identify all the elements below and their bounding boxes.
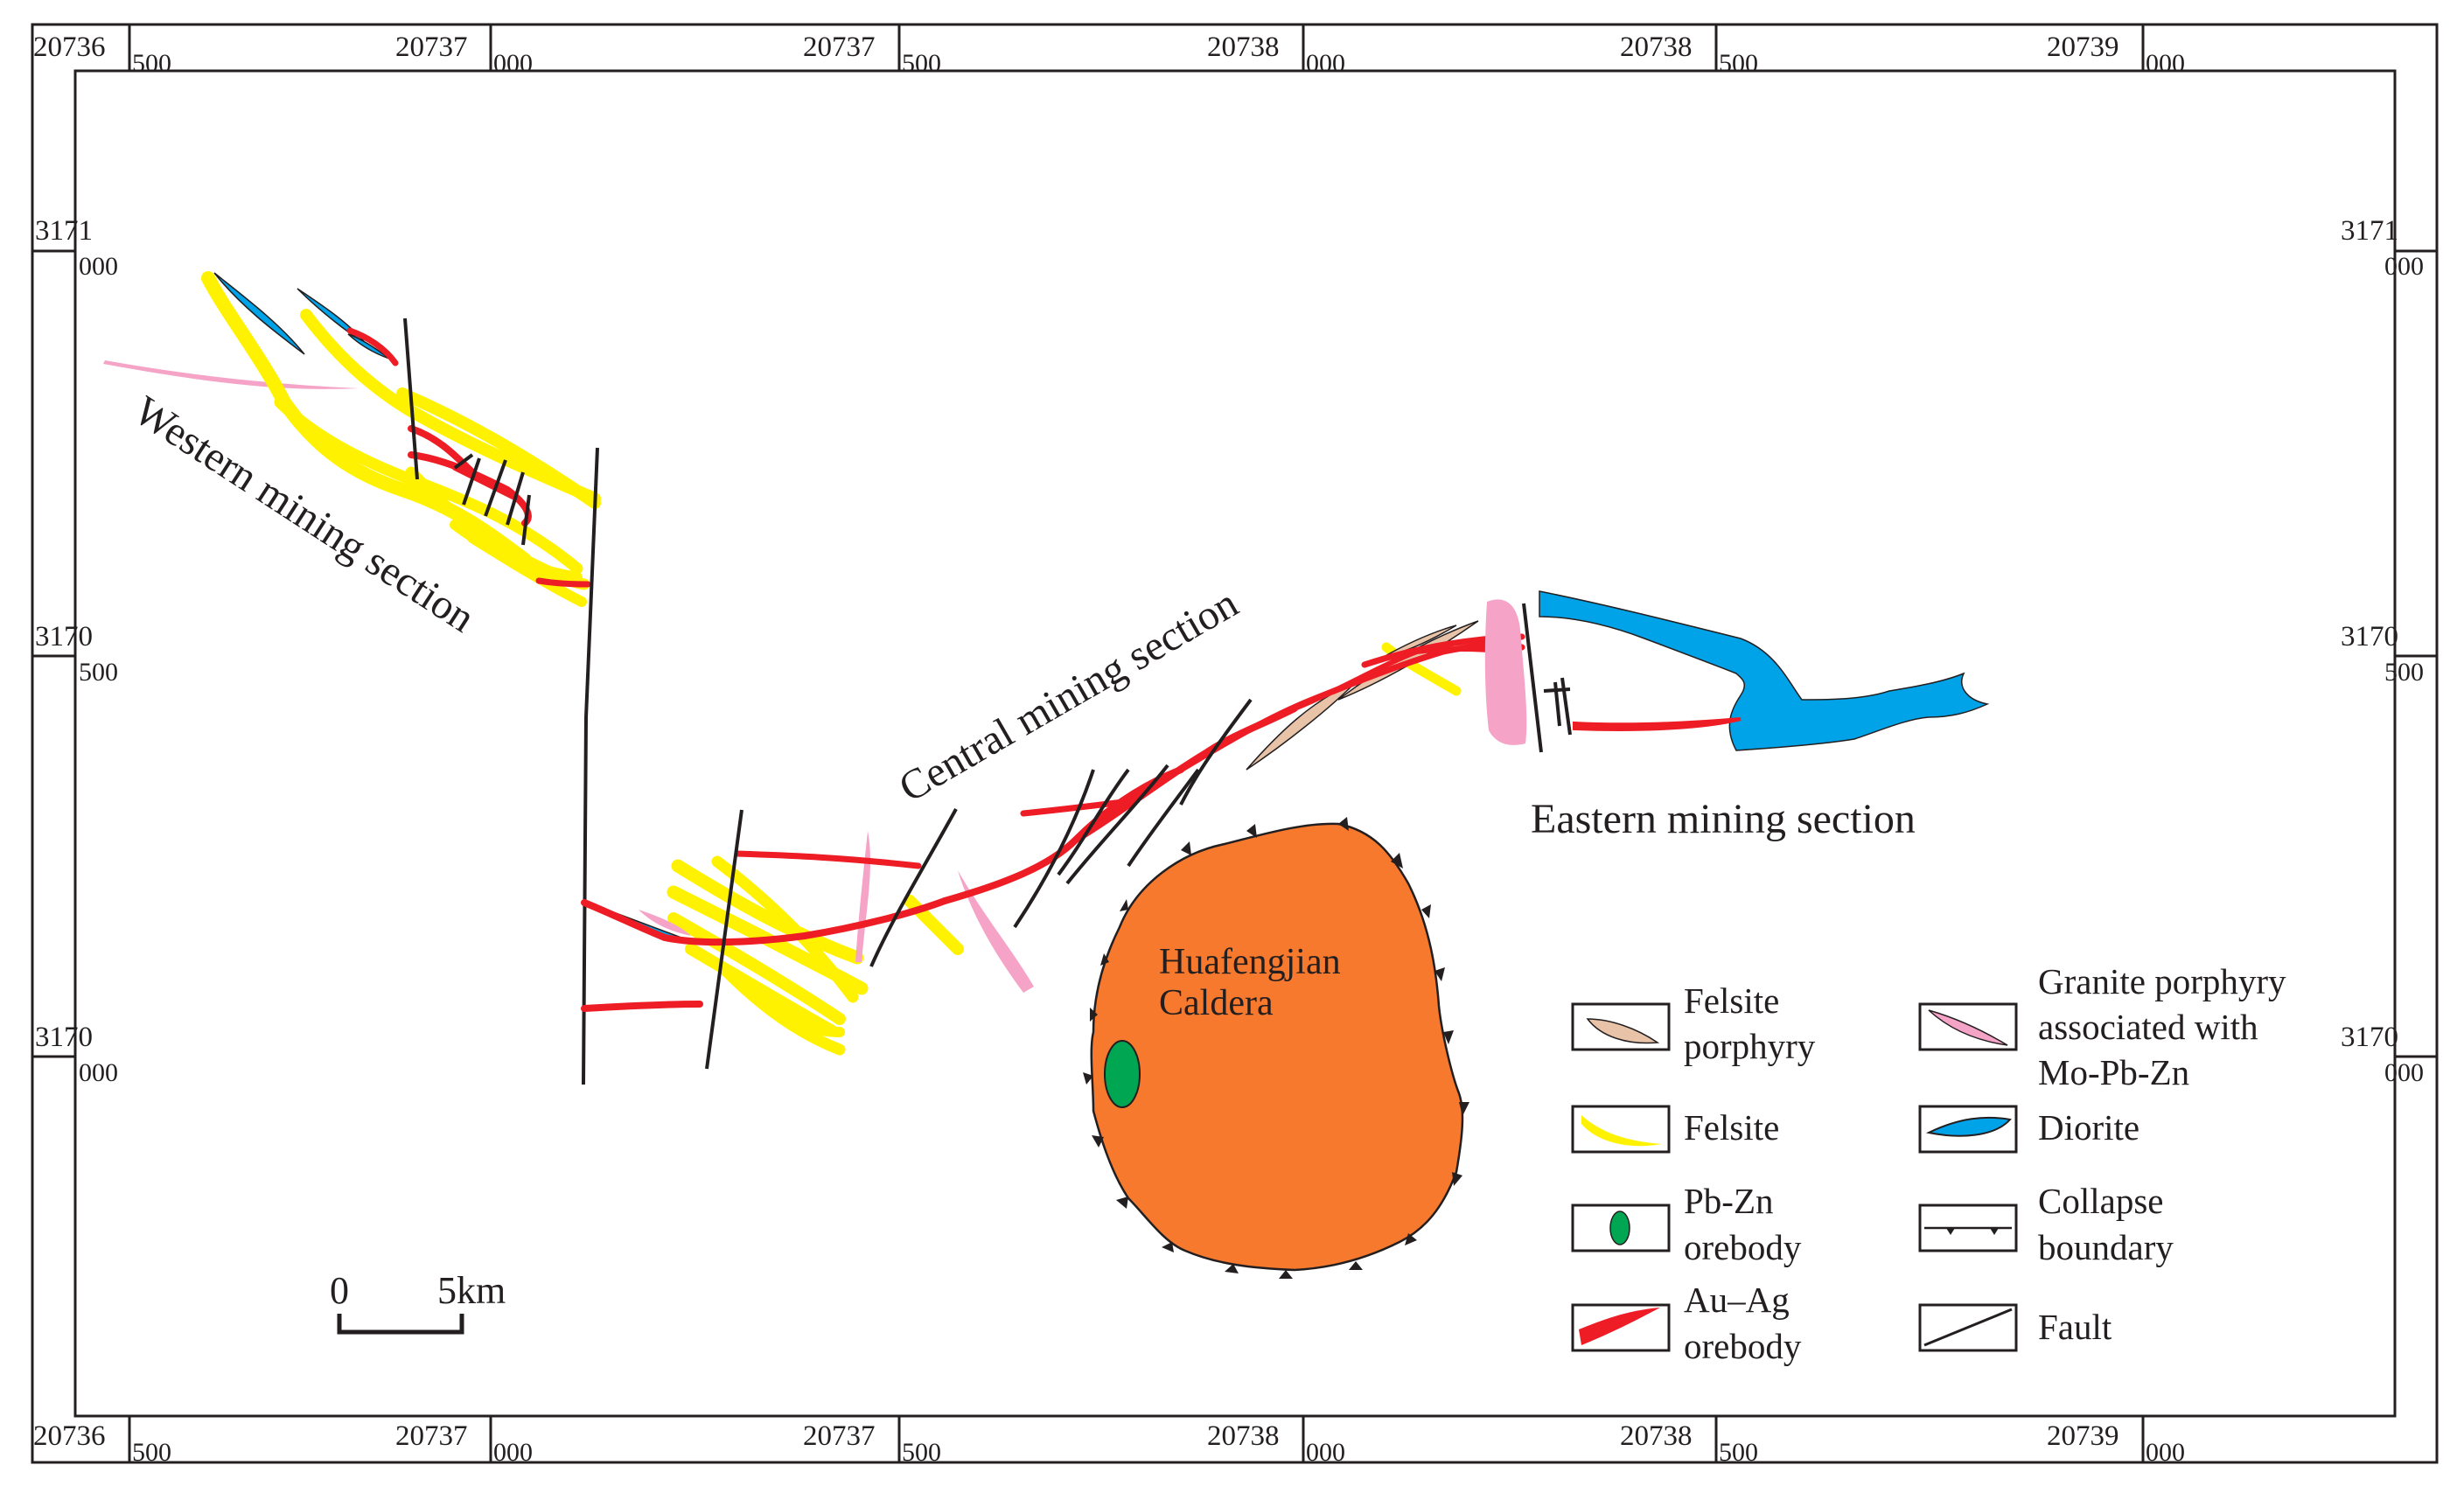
x-coord-major: 20738 bbox=[1207, 1420, 1280, 1452]
y-coord-minor: 000 bbox=[2384, 252, 2424, 281]
x-coord-minor: 000 bbox=[1306, 1438, 1345, 1467]
legend-label: Mo-Pb-Zn bbox=[2038, 1052, 2189, 1092]
x-coordinates-top: 20736 500 20737 000 20737 500 20738 000 … bbox=[33, 31, 2185, 78]
y-coordinates-right: 3171 000 3170 500 3170 000 bbox=[2341, 215, 2424, 1087]
scale-end-label: 5km bbox=[437, 1269, 506, 1312]
map-frame bbox=[31, 23, 2439, 1464]
legend-item-diorite: Diorite bbox=[1918, 1105, 2139, 1154]
legend-label: Fault bbox=[2038, 1307, 2112, 1347]
y-coord-major: 3170 bbox=[35, 1022, 93, 1053]
au-ag-orebody bbox=[1573, 717, 1742, 731]
pb-zn-orebody bbox=[1104, 1040, 1141, 1108]
legend-item-pb-zn-orebody: Pb-Zn orebody bbox=[1571, 1181, 1802, 1267]
y-coord-major: 3170 bbox=[35, 621, 93, 652]
legend-label: Au–Ag bbox=[1684, 1280, 1790, 1320]
x-coord-major: 20737 bbox=[803, 31, 876, 63]
legend-label: Felsite bbox=[1684, 1107, 1779, 1148]
scale-start-label: 0 bbox=[330, 1269, 349, 1312]
x-coord-minor: 500 bbox=[132, 1438, 171, 1467]
caldera-body bbox=[1090, 822, 1464, 1272]
map-legend: Felsite porphyry Felsite Pb-Zn orebody A… bbox=[1571, 961, 2286, 1366]
legend-item-felsite: Felsite bbox=[1571, 1105, 1779, 1154]
legend-label: boundary bbox=[2038, 1227, 2174, 1267]
scale-bar: 0 5km bbox=[330, 1269, 506, 1335]
x-coord-major: 20737 bbox=[803, 1420, 876, 1452]
central-section-geology bbox=[581, 620, 1525, 1070]
legend-item-granite-porphyry: Granite porphyry associated with Mo-Pb-Z… bbox=[1918, 961, 2286, 1092]
eastern-section-label: Eastern mining section bbox=[1531, 796, 1916, 842]
x-coord-major: 20737 bbox=[395, 31, 468, 63]
granite-porphyry-body bbox=[1484, 599, 1527, 745]
legend-item-au-ag-orebody: Au–Ag orebody bbox=[1571, 1280, 1802, 1366]
legend-label: orebody bbox=[1684, 1326, 1802, 1366]
y-coord-major: 3171 bbox=[35, 215, 93, 247]
x-coord-major: 20738 bbox=[1207, 31, 1280, 63]
x-coord-major: 20737 bbox=[395, 1420, 468, 1452]
x-coord-minor: 000 bbox=[2146, 49, 2185, 78]
y-coord-minor: 000 bbox=[79, 252, 118, 281]
x-coord-major: 20736 bbox=[33, 1420, 106, 1452]
fault-lines bbox=[1522, 603, 1572, 753]
x-coord-minor: 500 bbox=[1719, 1438, 1758, 1467]
y-coord-minor: 000 bbox=[2384, 1058, 2424, 1087]
x-coord-minor: 000 bbox=[2146, 1438, 2185, 1467]
diorite-body bbox=[213, 272, 305, 355]
x-coord-major: 20738 bbox=[1620, 1420, 1693, 1452]
collapse-boundary-ticks bbox=[1083, 817, 1469, 1279]
x-coord-minor: 000 bbox=[493, 49, 533, 78]
y-coord-minor: 000 bbox=[79, 1058, 118, 1087]
fault-lines bbox=[705, 698, 1253, 1070]
huafengjian-caldera: Huafengjian Caldera bbox=[1083, 817, 1469, 1279]
x-coord-major: 20739 bbox=[2047, 31, 2119, 63]
y-coord-minor: 500 bbox=[2384, 658, 2424, 687]
legend-label: Felsite bbox=[1684, 980, 1779, 1021]
caldera-name: Huafengjian bbox=[1159, 942, 1341, 982]
y-coord-minor: 500 bbox=[79, 658, 118, 687]
granite-porphyry-body bbox=[103, 360, 359, 389]
legend-item-felsite-porphyry: Felsite porphyry bbox=[1571, 980, 1816, 1066]
caldera-name: Caldera bbox=[1159, 983, 1274, 1023]
legend-label: porphyry bbox=[1684, 1026, 1816, 1066]
legend-label: associated with bbox=[2038, 1007, 2258, 1047]
x-coord-minor: 500 bbox=[132, 49, 171, 78]
x-coord-minor: 000 bbox=[1306, 49, 1345, 78]
x-coord-major: 20738 bbox=[1620, 31, 1693, 63]
legend-item-fault: Fault bbox=[1918, 1303, 2112, 1352]
x-coord-minor: 500 bbox=[902, 1438, 941, 1467]
granite-porphyry-body bbox=[639, 910, 691, 936]
x-coordinates-bottom: 20736 500 20737 000 20737 500 20738 000 … bbox=[33, 1420, 2185, 1467]
coordinate-ticks bbox=[32, 24, 2437, 1462]
granite-porphyry-body bbox=[958, 870, 1034, 993]
legend-item-collapse-boundary: Collapse boundary bbox=[1918, 1181, 2174, 1267]
y-coordinates-left: 3171 000 3170 500 3170 000 bbox=[35, 215, 118, 1087]
y-coord-major: 3171 bbox=[2341, 215, 2398, 247]
felsite-dikes bbox=[201, 271, 601, 607]
legend-label: orebody bbox=[1684, 1227, 1802, 1267]
legend-label: Diorite bbox=[2038, 1107, 2139, 1148]
y-coord-major: 3170 bbox=[2341, 1022, 2398, 1053]
eastern-section-geology bbox=[1484, 590, 1990, 753]
x-coord-minor: 500 bbox=[902, 49, 941, 78]
diorite-body bbox=[1539, 590, 1990, 751]
x-coord-minor: 000 bbox=[493, 1438, 533, 1467]
legend-label: Granite porphyry bbox=[2038, 961, 2286, 1001]
legend-label: Collapse bbox=[2038, 1181, 2163, 1221]
y-coord-major: 3170 bbox=[2341, 621, 2398, 652]
x-coord-minor: 500 bbox=[1719, 49, 1758, 78]
western-section-geology bbox=[103, 271, 601, 1085]
x-coord-major: 20736 bbox=[33, 31, 106, 63]
x-coord-major: 20739 bbox=[2047, 1420, 2119, 1452]
legend-label: Pb-Zn bbox=[1684, 1181, 1774, 1221]
fault-lines bbox=[403, 317, 599, 1085]
